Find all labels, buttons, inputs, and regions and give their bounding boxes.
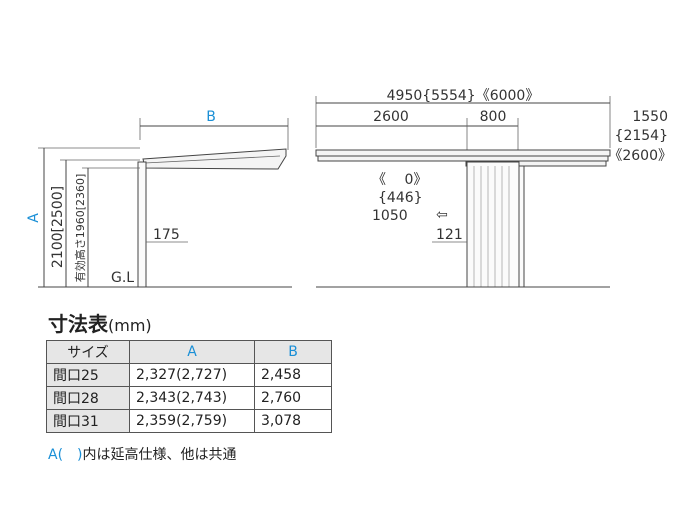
row-size: 間口25 [46, 363, 130, 387]
right-span-a: 1550 [632, 109, 668, 125]
a-label: A [26, 213, 42, 223]
offset-label: 175 [153, 227, 180, 243]
header-b: B [254, 340, 332, 364]
front-roof-top [315, 149, 611, 157]
front-right-post [518, 165, 525, 288]
row-b-value: 3,078 [254, 409, 332, 433]
side-post [137, 161, 147, 288]
effective-height-label: 有効高さ1960[2360] [73, 174, 87, 283]
table-title-text: 寸法表 [48, 312, 108, 336]
total-width-label: 4950{5554}《6000》 [387, 88, 540, 104]
table-header-row: サイズ A B [46, 340, 332, 364]
row-a-value: 2,359(2,759) [129, 409, 255, 433]
front-roof-lower [465, 160, 607, 167]
left-span-label: 2600 [373, 109, 409, 125]
ground-label: G.L [111, 270, 134, 286]
table-title: 寸法表(mm) [48, 308, 152, 337]
height-label: 2100[2500] [50, 186, 66, 268]
table-row: 間口31 2,359(2,759) 3,078 [46, 409, 332, 433]
post-offset-c: 1050 [372, 208, 408, 224]
header-size: サイズ [46, 340, 130, 364]
dimension-table: サイズ A B 間口25 2,327(2,727) 2,458 間口28 2,3… [46, 340, 332, 433]
note-text: 内は延高仕様、他は共通 [82, 447, 237, 463]
side-view: B A 2100[2500] 有効高さ1960[2360] 175 G.L [26, 109, 292, 288]
table-note: A( )内は延高仕様、他は共通 [48, 444, 237, 464]
row-size: 間口28 [46, 386, 130, 410]
row-a-value: 2,327(2,727) [129, 363, 255, 387]
row-b-value: 2,760 [254, 386, 332, 410]
b-label: B [206, 109, 216, 125]
post-offset-a: 《 0》 [372, 172, 427, 188]
canopy-dimension-drawing: B A 2100[2500] 有効高さ1960[2360] 175 G.L 49… [26, 88, 672, 288]
row-b-value: 2,458 [254, 363, 332, 387]
table-row: 間口25 2,327(2,727) 2,458 [46, 363, 332, 387]
row-a-value: 2,343(2,743) [129, 386, 255, 410]
post-offset-b: {446} [378, 190, 423, 206]
row-size: 間口31 [46, 409, 130, 433]
header-a: A [129, 340, 255, 364]
front-view: 4950{5554}《6000》 2600 800 1550 {2154} 《2… [315, 88, 672, 288]
front-panel-wall [466, 161, 520, 288]
right-span-b: {2154} [615, 128, 668, 144]
post-offset-label: 121 [436, 227, 463, 243]
table-row: 間口28 2,343(2,743) 2,760 [46, 386, 332, 410]
table-unit: (mm) [108, 316, 152, 335]
front-roof-mid [317, 155, 609, 162]
mid-span-label: 800 [480, 109, 507, 125]
side-roof-gutter [144, 155, 281, 164]
arrow-left-icon: ⇦ [436, 207, 448, 223]
right-span-c: 《2600》 [608, 148, 672, 164]
note-prefix: A( ) [48, 447, 83, 463]
